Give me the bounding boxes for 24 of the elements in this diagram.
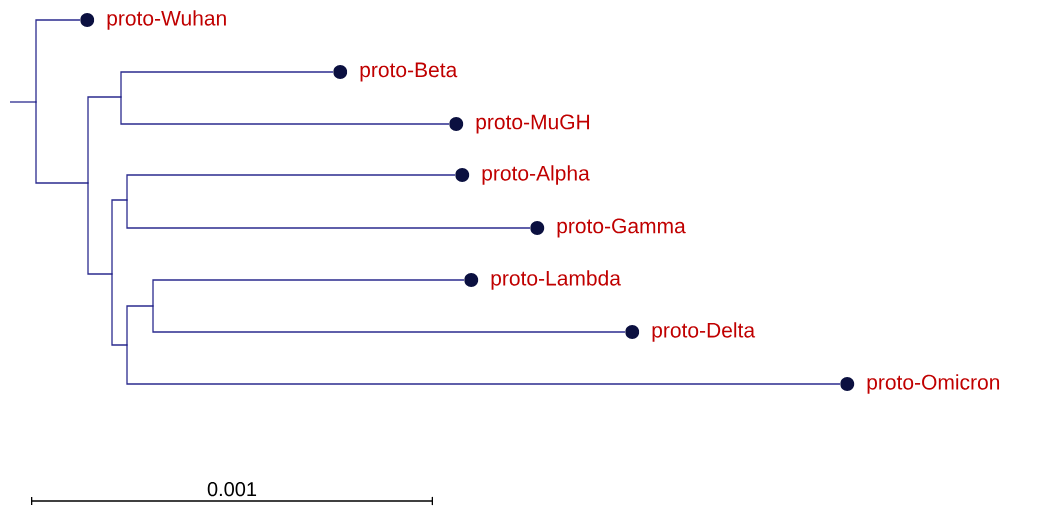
tree-branch <box>120 96 450 125</box>
leaf-label: proto-Alpha <box>455 165 590 185</box>
tree-branch <box>35 101 89 184</box>
tree-branch <box>87 96 122 184</box>
leaf-label: proto-MuGH <box>449 114 589 134</box>
tree-branch <box>126 174 456 201</box>
tree-branch <box>35 19 81 103</box>
tree-branch <box>9 101 37 103</box>
leaf-label: proto-Lambda <box>464 270 621 290</box>
tree-branch <box>126 199 531 229</box>
scale-label: 0.001 <box>207 482 257 497</box>
tree-branch <box>111 199 128 275</box>
leaf-label: proto-Delta <box>625 322 756 342</box>
tree-branch <box>87 182 113 275</box>
tree-branch <box>126 344 841 385</box>
tree-branch <box>111 273 128 346</box>
leaf-label: proto-Gamma <box>530 218 686 238</box>
tree-branch <box>120 71 334 98</box>
tree-branch <box>152 279 465 307</box>
leaf-label: proto-Wuhan <box>80 10 226 30</box>
leaf-label: proto-Omicron <box>840 374 1000 394</box>
tree-branch <box>126 305 154 346</box>
leaf-label: proto-Beta <box>333 62 458 82</box>
tree-branch <box>152 305 626 333</box>
